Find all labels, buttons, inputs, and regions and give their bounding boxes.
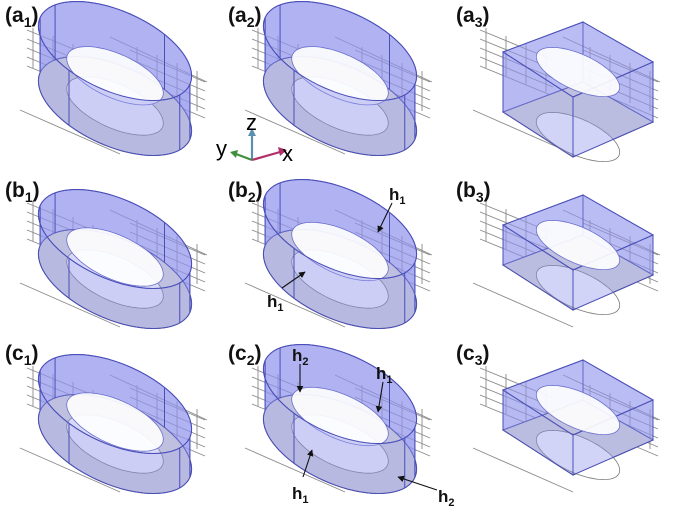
shell-opening	[291, 46, 389, 106]
shell-opening	[291, 386, 389, 447]
floor-hole	[535, 429, 621, 481]
annotation-label: h2	[292, 346, 309, 368]
annotation-b2_h1_bottom: h1	[267, 271, 306, 314]
annotation-arrow	[302, 449, 314, 478]
panel-label-c1: (c1)	[5, 342, 39, 369]
annotation-label: h1	[389, 185, 406, 207]
axis-x-label: x	[282, 141, 293, 166]
shell-front-wall	[37, 370, 191, 494]
shell-opening	[535, 46, 621, 98]
annotation-arrow	[397, 475, 438, 491]
axis-x-line	[251, 150, 281, 162]
panel-c3	[472, 359, 661, 493]
floor-hole	[535, 111, 621, 163]
panel-label-c2: (c2)	[228, 342, 262, 369]
panel-c1	[19, 353, 208, 495]
axis-x-arrowhead	[278, 147, 287, 156]
floor-hole	[535, 264, 621, 316]
axis-triad: zx y	[216, 110, 293, 166]
axis-y-label: y	[216, 136, 227, 161]
shell-opening	[535, 384, 621, 436]
annotation-label: h1	[267, 292, 284, 314]
panel-a2	[244, 0, 433, 157]
annotation-b2_h1_top: h1	[377, 185, 406, 233]
panel-a1	[19, 0, 208, 157]
annotation-c2_h1_right: h1	[375, 364, 393, 413]
shell-front-wall	[262, 195, 416, 329]
annotation-label: h1	[376, 364, 393, 386]
shell-opening	[66, 46, 164, 106]
panel-b1	[19, 188, 208, 330]
annotation-c2_h2_bottom: h2	[397, 475, 455, 509]
panel-c2	[244, 343, 433, 495]
shell-front-wall	[37, 17, 191, 156]
panel-label-c3: (c3)	[456, 342, 490, 369]
axis-z-arrowhead	[248, 128, 256, 136]
shell-opening	[535, 219, 621, 271]
shell-front-wall	[37, 205, 191, 329]
panel-a3	[472, 21, 661, 163]
axis-y-line	[235, 152, 253, 162]
panel-label-b3: (b3)	[456, 179, 491, 206]
panel-label-b1: (b1)	[5, 179, 40, 206]
panel-b2	[244, 178, 433, 330]
shell-front-wall	[262, 17, 416, 156]
annotation-c2_h1_bottom: h1	[292, 449, 314, 506]
annotation-label: h1	[292, 484, 309, 506]
annotation-arrow	[281, 271, 306, 289]
shell-opening	[66, 392, 164, 452]
panel-label-a2: (a2)	[228, 4, 262, 31]
panel-b3	[472, 194, 661, 328]
annotation-c2_h2_top: h2	[292, 346, 309, 393]
shell-front-wall	[262, 360, 416, 494]
panel-label-b2: (b2)	[228, 179, 263, 206]
annotation-arrow	[377, 202, 393, 233]
panel-label-a1: (a1)	[5, 4, 39, 31]
shell-opening	[66, 227, 164, 287]
axis-y-arrowhead	[230, 150, 238, 158]
shell-opening	[291, 221, 389, 282]
panel-label-a3: (a3)	[456, 4, 490, 31]
annotation-label: h2	[438, 487, 455, 509]
axis-z-label: z	[246, 110, 257, 135]
annotation-arrow	[375, 381, 384, 413]
